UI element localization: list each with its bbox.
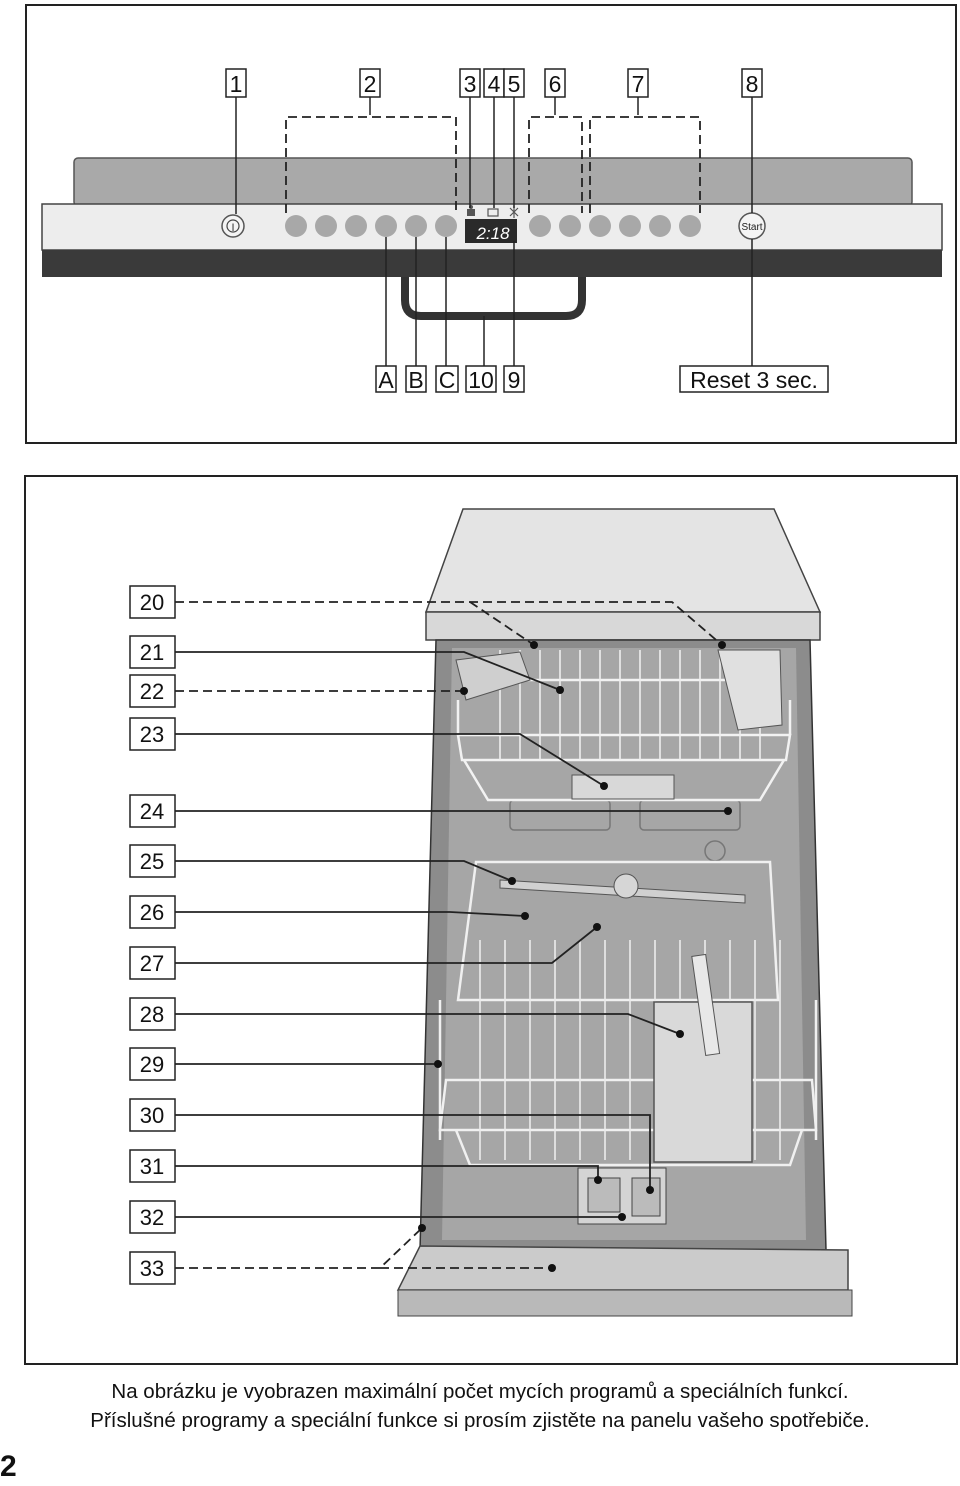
option-button[interactable]	[529, 215, 551, 237]
option-button[interactable]	[589, 215, 611, 237]
program-button[interactable]	[345, 215, 367, 237]
option-button[interactable]	[649, 215, 671, 237]
power-symbol: I	[231, 222, 234, 234]
dishwasher-dashed-leaders	[175, 601, 723, 1269]
callout-B: B	[408, 367, 423, 393]
start-label: Start	[741, 222, 762, 233]
top-callout-boxes	[225, 68, 829, 393]
leader-dots	[418, 641, 732, 1272]
callout-23: 23	[140, 722, 164, 747]
program-buttons	[285, 215, 701, 237]
callout-22: 22	[140, 679, 164, 704]
figure-caption: Na obrázku je vyobrazen maximální počet …	[0, 1377, 960, 1435]
start-button[interactable]: Start	[738, 212, 766, 240]
callout-29: 29	[140, 1052, 164, 1077]
page-number: 2	[0, 1450, 17, 1483]
callout-25: 25	[140, 849, 164, 874]
callout-30: 30	[140, 1103, 164, 1128]
callout-6: 6	[549, 71, 562, 97]
callout-20: 20	[140, 590, 164, 615]
dishwasher	[396, 508, 853, 1317]
power-button[interactable]: I	[221, 214, 245, 238]
program-button[interactable]	[405, 215, 427, 237]
program-button[interactable]	[285, 215, 307, 237]
rinse-aid-icon	[487, 208, 499, 217]
program-button[interactable]	[315, 215, 337, 237]
callout-4: 4	[488, 71, 501, 97]
control-panel: I Start 2:18	[41, 157, 943, 320]
program-button[interactable]	[375, 215, 397, 237]
option-button[interactable]	[559, 215, 581, 237]
callout-A: A	[378, 367, 394, 393]
callout-26: 26	[140, 900, 164, 925]
callout-31: 31	[140, 1154, 164, 1179]
top-leaders	[235, 97, 753, 366]
callout-21: 21	[140, 640, 164, 665]
power-icon	[226, 219, 240, 233]
option-button[interactable]	[679, 215, 701, 237]
option-button[interactable]	[619, 215, 641, 237]
callout-24: 24	[140, 799, 164, 824]
display-value: 2:18	[475, 224, 510, 243]
callout-10: 10	[468, 367, 494, 393]
reset-label: Reset 3 sec.	[690, 367, 818, 393]
caption-line-1: Na obrázku je vyobrazen maximální počet …	[111, 1380, 849, 1403]
callout-7: 7	[632, 71, 645, 97]
callout-28: 28	[140, 1002, 164, 1027]
callout-27: 27	[140, 951, 164, 976]
callout-5: 5	[508, 71, 521, 97]
callout-33: 33	[140, 1256, 164, 1281]
callout-8: 8	[746, 71, 759, 97]
callout-32: 32	[140, 1205, 164, 1230]
callout-3: 3	[464, 71, 477, 97]
callout-9: 9	[508, 367, 521, 393]
dishwasher-callout-boxes	[129, 585, 176, 1285]
dishwasher-leaders	[175, 651, 728, 1218]
callout-C: C	[439, 367, 456, 393]
bracket-lines	[285, 116, 701, 213]
caption-line-2: Příslušné programy a speciální funkce si…	[90, 1409, 870, 1432]
program-button[interactable]	[435, 215, 457, 237]
display: 2:18	[465, 205, 519, 243]
callout-1: 1	[230, 71, 243, 97]
callout-2: 2	[364, 71, 377, 97]
